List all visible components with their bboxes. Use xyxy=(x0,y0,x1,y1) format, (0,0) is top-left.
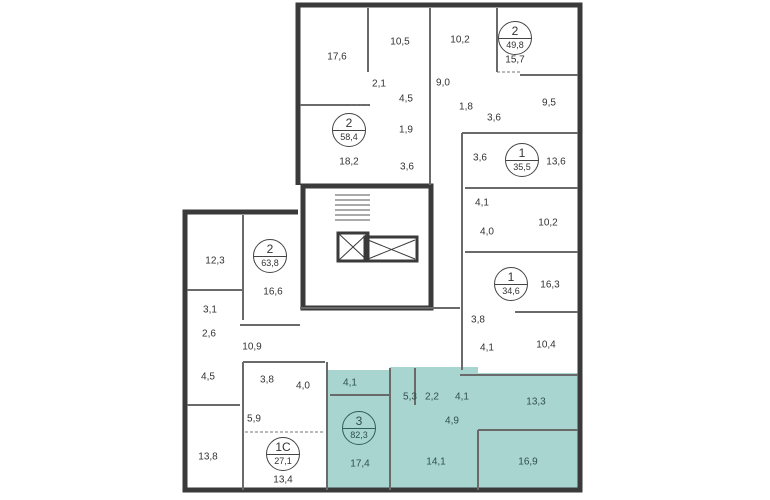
room-area: 13,8 xyxy=(198,451,218,463)
room-area: 14,1 xyxy=(426,456,446,468)
room-area: 5,9 xyxy=(247,413,261,425)
room-area: 2,2 xyxy=(425,391,439,403)
room-area: 10,4 xyxy=(536,339,556,351)
room-area: 3,8 xyxy=(260,374,274,386)
room-area: 16,9 xyxy=(518,456,538,468)
room-area: 4,9 xyxy=(445,415,459,427)
room-area: 5,3 xyxy=(403,391,417,403)
room-area: 15,7 xyxy=(505,54,525,66)
room-area: 10,2 xyxy=(450,34,470,46)
room-area: 2,6 xyxy=(202,328,216,340)
room-area: 2,1 xyxy=(372,78,386,90)
apartment-rooms: 2 xyxy=(266,242,274,256)
room-area: 9,5 xyxy=(542,97,556,109)
room-area: 4,5 xyxy=(399,93,413,105)
outer-walls xyxy=(182,2,583,493)
apartment-area: 63,8 xyxy=(261,258,279,268)
apartment-area: 49,8 xyxy=(506,40,524,50)
room-area: 4,1 xyxy=(480,342,494,354)
room-area: 1,8 xyxy=(459,101,473,113)
room-area: 16,6 xyxy=(263,286,283,298)
zone-dividers xyxy=(245,71,520,433)
room-area: 3,6 xyxy=(473,152,487,164)
room-area: 18,2 xyxy=(339,156,359,168)
room-area: 3,6 xyxy=(487,112,501,124)
room-area: 10,5 xyxy=(390,36,410,48)
room-area: 4,0 xyxy=(480,226,494,238)
interior-walls xyxy=(187,8,578,490)
room-area: 4,5 xyxy=(201,371,215,383)
stairs xyxy=(335,194,370,221)
room-area: 12,3 xyxy=(205,255,225,267)
room-area: 17,6 xyxy=(327,51,347,63)
room-area: 13,3 xyxy=(526,396,546,408)
room-area: 17,4 xyxy=(350,458,370,470)
room-area: 4,0 xyxy=(296,380,310,392)
room-area: 4,1 xyxy=(475,197,489,209)
room-area: 13,4 xyxy=(273,474,293,486)
room-area: 13,6 xyxy=(546,156,566,168)
room-area: 10,2 xyxy=(538,217,558,229)
room-area: 3,1 xyxy=(203,304,217,316)
apartment-area: 82,3 xyxy=(350,430,368,440)
room-area: 4,1 xyxy=(343,377,357,389)
apartment-area: 34,6 xyxy=(502,286,520,296)
apartment-area: 27,1 xyxy=(274,456,292,466)
apartment-area: 35,5 xyxy=(513,162,531,172)
room-area: 9,0 xyxy=(436,77,450,89)
apartment-rooms: 3 xyxy=(355,414,363,428)
apartment-rooms: 1 xyxy=(507,270,515,284)
core-walls xyxy=(336,231,419,263)
room-area: 1,9 xyxy=(399,124,413,136)
apartment-rooms: 2 xyxy=(511,24,519,38)
room-area: 3,6 xyxy=(400,161,414,173)
room-area: 16,3 xyxy=(540,279,560,291)
room-area: 4,1 xyxy=(455,391,469,403)
apartment-badge[interactable]: 1С 27,1 xyxy=(266,437,300,471)
apartment-rooms: 1 xyxy=(518,146,526,160)
room-area: 10,9 xyxy=(242,341,262,353)
apartment-area: 58,4 xyxy=(340,132,358,142)
apartment-rooms: 1С xyxy=(275,440,291,454)
room-area: 3,8 xyxy=(471,314,485,326)
apartment-rooms: 2 xyxy=(345,116,353,130)
